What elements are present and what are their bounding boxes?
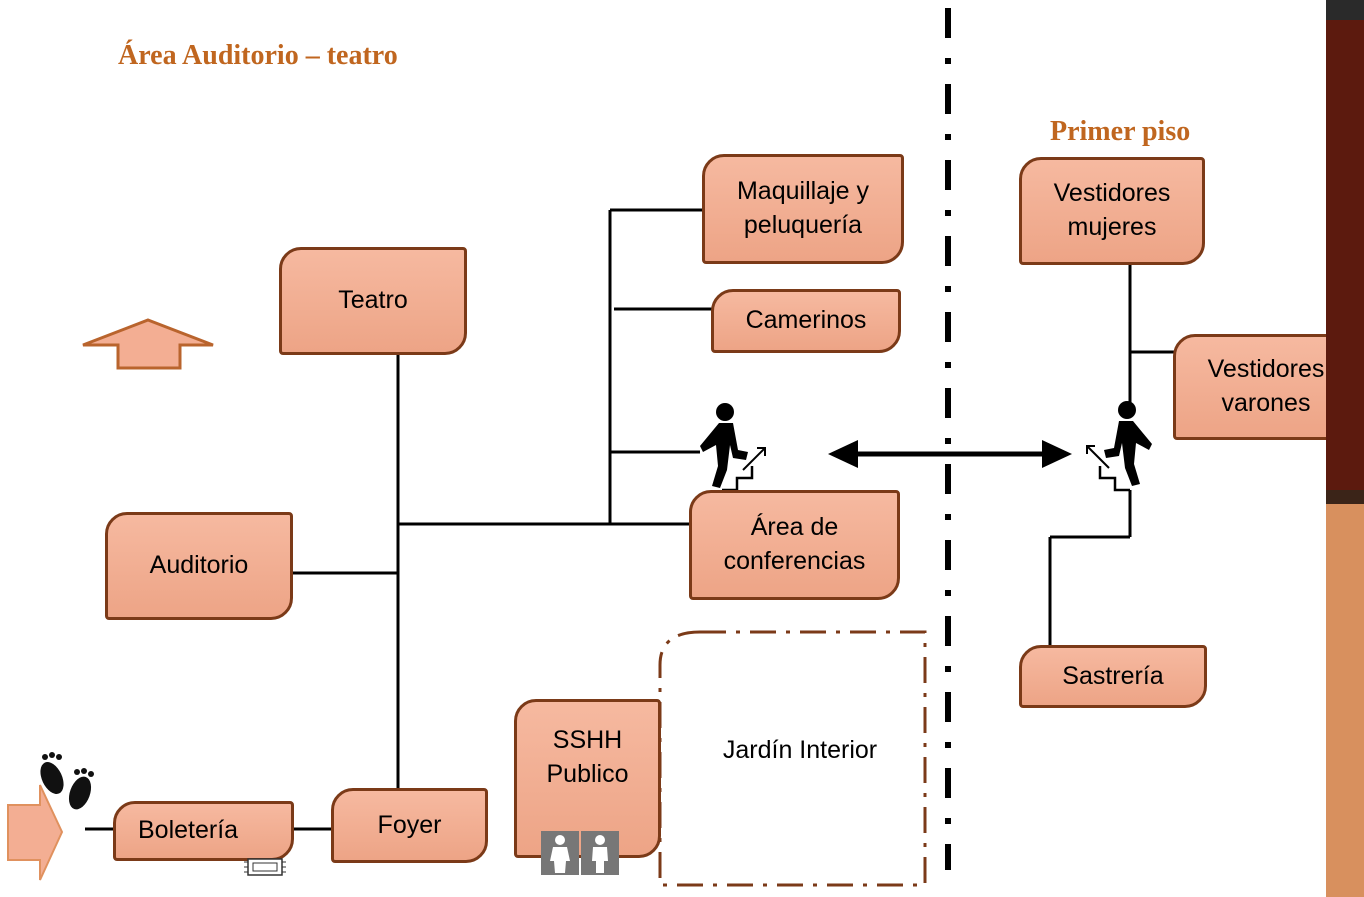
node-sshh: SSHH Publico [514,699,661,876]
node-label: Boletería [138,816,239,845]
double-arrow-icon [828,440,1072,468]
garden-outline [658,630,927,887]
node-foyer: Foyer [331,788,488,863]
node-label: Vestidores mujeres [1053,179,1171,241]
node-label: Foyer [377,810,442,839]
node-label: Teatro [338,286,408,315]
node-conferencias: Área de conferencias [689,490,900,600]
node-auditorio: Auditorio [105,512,293,620]
node-maquillaje: Maquillaje y peluquería [702,154,904,264]
node-camerinos: Camerinos [711,289,901,353]
side-bar-light [1326,504,1364,897]
ticket-icon [242,820,288,876]
node-label: Sastrería [1062,661,1164,690]
garden-label: Jardín Interior [722,736,878,764]
node-label: Maquillaje y peluquería [736,177,869,239]
area-title: Área Auditorio – teatro [118,40,398,71]
side-bar-dark [1326,0,1364,20]
node-teatro: Teatro [279,247,467,355]
node-boleteria: Boletería [113,801,294,876]
side-bar-maroon [1326,20,1364,490]
node-label: Área de conferencias [723,513,866,575]
node-label: Camerinos [745,306,867,335]
floor-title: Primer piso [1050,116,1191,147]
footprints-icon [40,752,94,810]
restroom-icon [541,798,619,886]
node-label: Vestidores varones [1207,355,1325,417]
node-vestidores-mujeres: Vestidores mujeres [1019,157,1205,265]
stairs-walker-icon [700,403,766,492]
connector-lines [85,208,1175,831]
node-sastreria: Sastrería [1019,645,1207,708]
node-label: Auditorio [149,551,249,580]
entry-arrow-icon [7,784,64,881]
stairs-walker-icon [1086,401,1152,492]
node-label: SSHH Publico [546,726,629,788]
up-arrow-icon [82,318,214,370]
side-bar-brown [1326,490,1364,504]
